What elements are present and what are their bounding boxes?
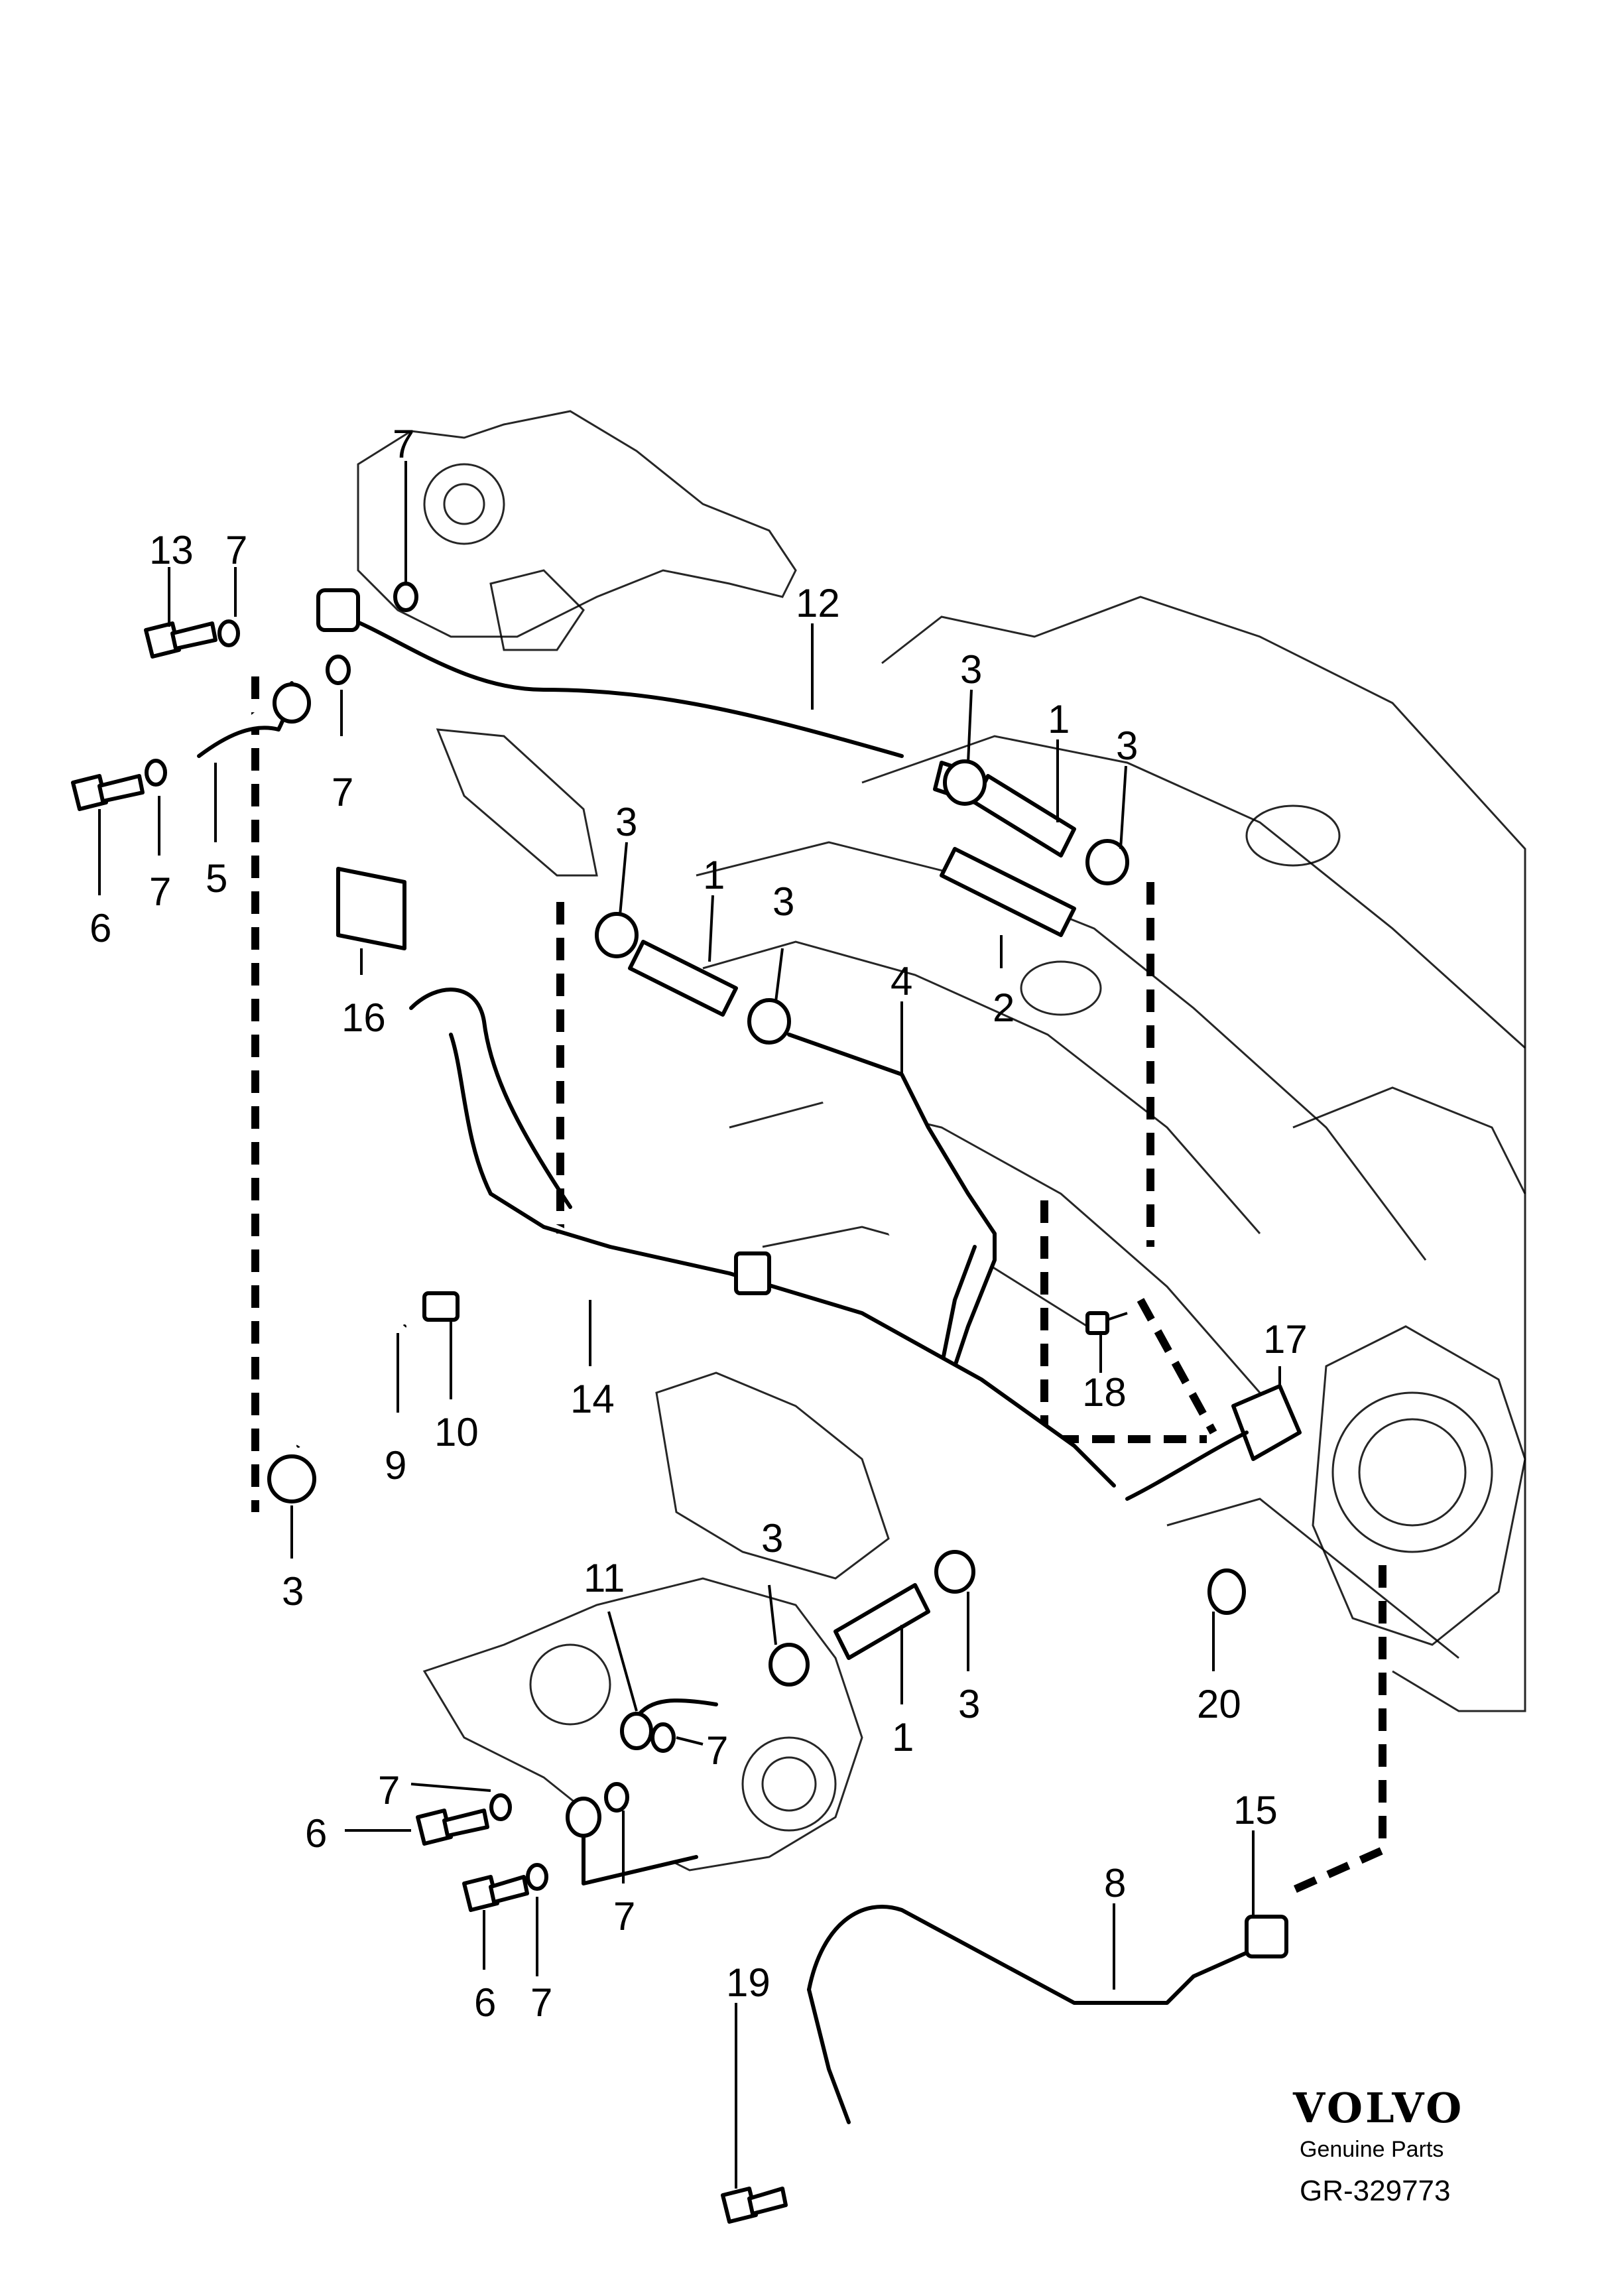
hose-1-lower [833, 1583, 930, 1660]
callout-7: 7 [332, 770, 353, 814]
callout-8: 8 [1104, 1861, 1126, 1905]
seal-3-lower-b [934, 1550, 975, 1594]
bolt-6-upper [71, 759, 167, 811]
return-pipe-14 [409, 988, 1116, 1488]
callout-12: 12 [796, 581, 840, 625]
washer-7-e [650, 1722, 676, 1753]
seal-3-middle-a [595, 912, 639, 958]
callout-3: 3 [958, 1682, 980, 1726]
callout-16: 16 [341, 995, 386, 1040]
reference-dashed-lines [251, 676, 1386, 1894]
volvo-logo: VOLVO [1292, 2084, 1464, 2132]
washer-7-h [604, 1782, 629, 1813]
callout-7: 7 [225, 528, 247, 572]
washer-7-c [326, 655, 351, 685]
brand-tagline: Genuine Parts [1300, 2137, 1444, 2162]
seal-3-lower-a [769, 1643, 810, 1687]
callout-7: 7 [613, 1894, 635, 1939]
engine-block-outline [696, 596, 1526, 1712]
callout-4: 4 [891, 959, 912, 1003]
bolt-13 [144, 619, 240, 659]
callout-3: 3 [761, 1516, 783, 1561]
callout-3: 3 [1116, 724, 1138, 768]
branding: VOLVO Genuine Parts GR-329773 [1292, 2084, 1464, 2207]
seal-3-upper-b [1085, 839, 1129, 885]
hose-2 [940, 847, 1076, 937]
gasket-16 [336, 867, 406, 950]
callout-18: 18 [1082, 1370, 1127, 1415]
callout-2: 2 [993, 986, 1015, 1030]
bolt-6-middle [416, 1793, 512, 1846]
washer-7-top [393, 582, 418, 612]
callout-20: 20 [1197, 1682, 1241, 1726]
oil-supply-pipe-12 [316, 588, 904, 758]
callout-7: 7 [706, 1728, 728, 1773]
callout-13: 13 [149, 528, 194, 572]
callout-6: 6 [474, 1980, 496, 2025]
oil-pipe-4 [787, 1033, 997, 1368]
flange-17 [1125, 1384, 1302, 1501]
hose-9 [294, 1322, 409, 1449]
callout-3: 3 [772, 879, 794, 924]
callout-7: 7 [393, 422, 414, 466]
hose-1-middle [628, 940, 738, 1017]
seal-20 [1207, 1568, 1246, 1615]
bolt-19 [721, 2187, 788, 2224]
callout-5: 5 [206, 856, 227, 901]
callout-7: 7 [378, 1768, 400, 1813]
diagram-code: GR-329773 [1300, 2175, 1450, 2207]
callout-7: 7 [149, 869, 171, 914]
callout-6: 6 [305, 1811, 327, 1856]
bolt-6-lower [462, 1863, 548, 1912]
upper-turbocharger [357, 410, 797, 877]
callout-3: 3 [615, 800, 637, 844]
lower-turbocharger [422, 1371, 890, 1872]
callout-3: 3 [282, 1569, 304, 1614]
seal-3-middle-b [747, 998, 791, 1045]
callout-17: 17 [1263, 1317, 1308, 1362]
bolt-18 [1085, 1311, 1128, 1335]
callout-14: 14 [570, 1377, 615, 1421]
oil-pipe-8 [807, 1905, 1255, 2124]
union-15 [1245, 1915, 1288, 1958]
callout-3: 3 [960, 647, 982, 692]
seal-3-upper-a [943, 759, 987, 806]
seal-3-lower-left [267, 1454, 316, 1503]
callout-6: 6 [90, 906, 111, 950]
callout-10: 10 [434, 1410, 479, 1454]
leader-lines [98, 461, 1281, 2189]
callout-19: 19 [726, 1960, 770, 2005]
clamp-10 [422, 1291, 460, 1322]
callout-1: 1 [892, 1715, 914, 1759]
callout-1: 1 [703, 853, 725, 897]
callout-1: 1 [1048, 697, 1070, 741]
callout-11: 11 [584, 1556, 625, 1600]
pipe-lower-banjo [566, 1797, 698, 1885]
pipe-5 [197, 681, 311, 758]
callout-7: 7 [530, 1980, 552, 2025]
callout-9: 9 [385, 1443, 406, 1488]
callout-labels: 7 13 7 12 3 1 3 7 6 7 5 3 1 3 4 2 16 14 … [90, 422, 1308, 2025]
pipe-11 [620, 1698, 718, 1750]
callout-15: 15 [1233, 1788, 1278, 1832]
